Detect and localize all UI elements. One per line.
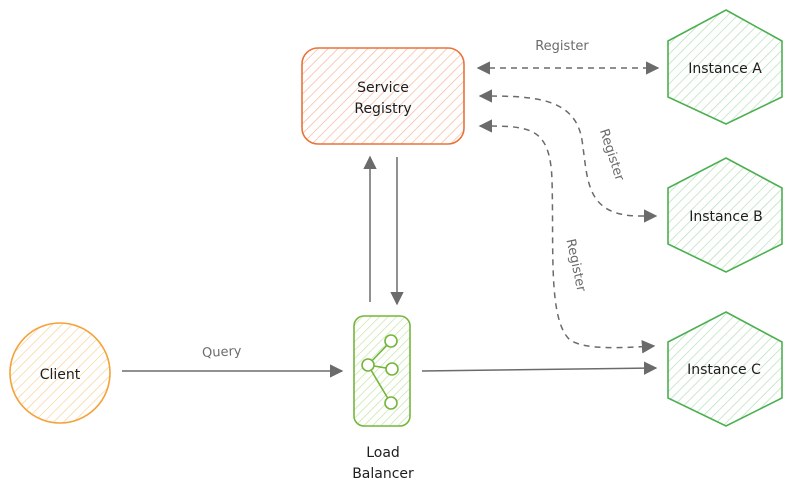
edge-label-register-b: Register xyxy=(596,127,627,183)
edge-register-c xyxy=(478,119,656,354)
edge-lb-to-instance-c xyxy=(421,361,658,375)
service-registry-label-line2: Registry xyxy=(354,101,411,117)
load-balancer-box xyxy=(353,315,411,427)
instance-b-hexagon xyxy=(667,157,783,273)
edge-label-register-a: Register xyxy=(535,39,589,54)
load-balancer-label-line1: Load xyxy=(366,445,400,461)
service-registry-label-line1: Service xyxy=(357,80,409,96)
instance-b-label: Instance B xyxy=(689,209,763,225)
edge-register-b xyxy=(478,89,658,223)
node-instance-c[interactable]: Instance C xyxy=(667,311,783,427)
edge-label-query: Query xyxy=(202,344,243,361)
node-instance-a[interactable]: Instance A xyxy=(667,9,783,125)
client-circle xyxy=(9,322,111,424)
instance-a-label: Instance A xyxy=(688,61,762,77)
client-label: Client xyxy=(40,367,81,383)
node-instance-b[interactable]: Instance B xyxy=(667,157,783,273)
instance-c-hexagon xyxy=(667,311,783,427)
load-balancer-icon xyxy=(361,334,399,410)
node-service-registry[interactable]: Service Registry xyxy=(301,47,465,145)
node-load-balancer[interactable]: Load Balancer xyxy=(352,315,414,482)
edge-label-register-c: Register xyxy=(563,238,589,294)
node-client[interactable]: Client xyxy=(9,322,111,424)
instance-a-hexagon xyxy=(667,9,783,125)
load-balancer-label-line2: Balancer xyxy=(352,466,414,482)
service-registry-box xyxy=(301,47,465,145)
instance-c-label: Instance C xyxy=(687,362,761,378)
